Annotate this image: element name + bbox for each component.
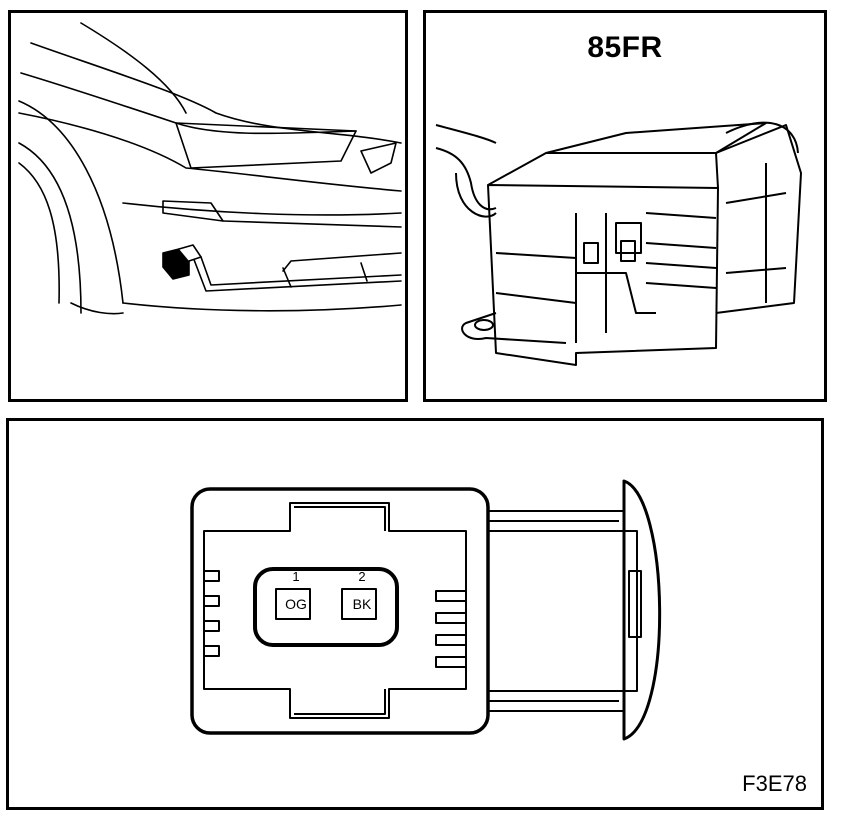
pin-2-color-code: BK <box>352 596 372 612</box>
connector-perspective-panel: 85FR <box>423 10 827 402</box>
vehicle-front-illustration <box>18 22 402 315</box>
pin-1-color-code: OG <box>285 596 307 612</box>
connector-face-view-panel: 1 2 OG BK F3E78 <box>6 418 824 810</box>
connector-face-diagram <box>190 479 662 741</box>
pin-2-terminal <box>341 588 377 620</box>
connector-title: 85FR <box>587 31 663 64</box>
pin-1-number: 1 <box>292 569 300 584</box>
pin-1-terminal <box>275 588 311 620</box>
connector-housing-illustration <box>435 121 802 366</box>
connector-housing-outline <box>190 487 490 735</box>
pin-cavity <box>253 567 399 647</box>
figure-code: F3E78 <box>742 771 807 796</box>
pin-2-number: 2 <box>358 569 366 584</box>
vehicle-location-panel <box>8 10 408 402</box>
